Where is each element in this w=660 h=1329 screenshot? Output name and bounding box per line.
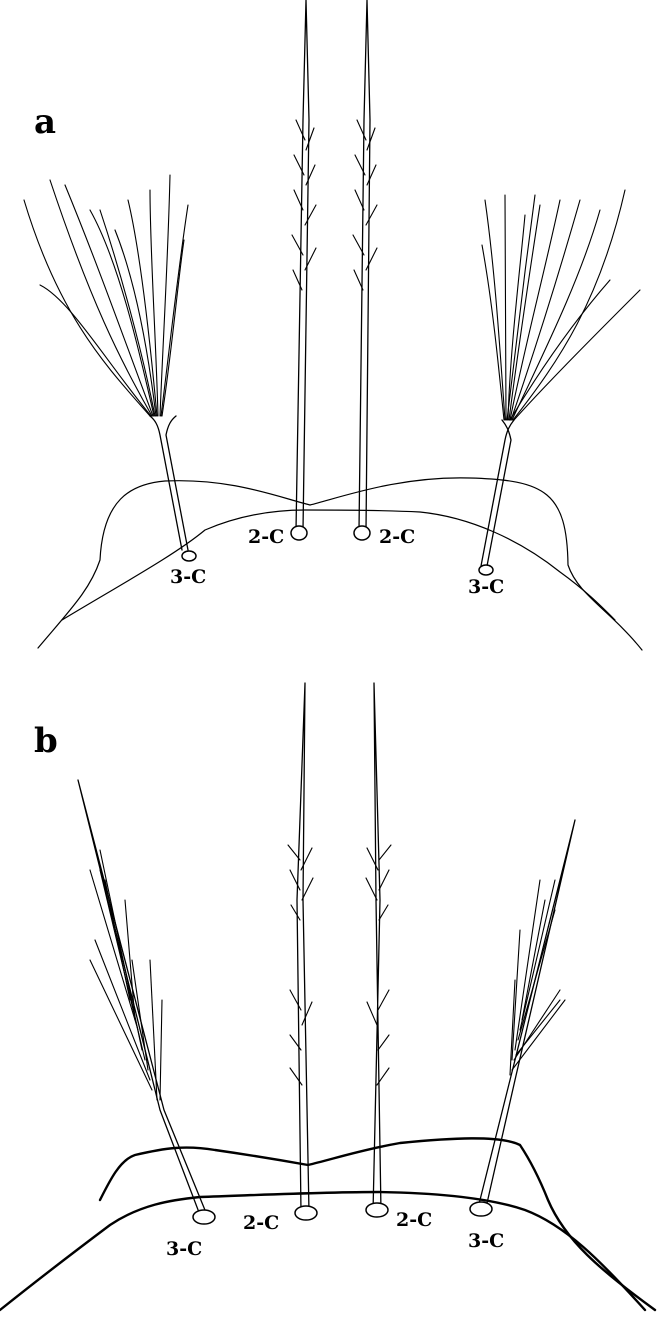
panel-a-right-3c-seta: [480, 189, 641, 567]
panel-b-clypeus-outline: [0, 1190, 647, 1312]
panel-b-letter: b: [34, 721, 58, 761]
panel-b-right-3c-label: 3-C: [468, 1230, 504, 1252]
panel-b-frons-outline: [98, 1137, 657, 1312]
panel-b-left-2c-seta: [287, 682, 314, 1213]
panel-a-left-2c-seta: [291, 0, 317, 531]
panel-a-clypeus-outline: [61, 509, 616, 621]
panel-b-left-3c-seta: [77, 779, 208, 1216]
panel-a-right-2c-socket: [353, 525, 371, 541]
panel-b-left-3c-socket: [192, 1209, 216, 1225]
panel-b-right-3c-socket: [469, 1201, 493, 1217]
panel-a-letter: a: [34, 102, 56, 142]
panel-b-right-3c-seta: [476, 819, 576, 1213]
panel-b-left-2c-label: 2-C: [243, 1212, 279, 1234]
panel-b-right-2c-socket: [365, 1202, 389, 1218]
panel-b-right-2c-label: 2-C: [396, 1209, 432, 1231]
panel-a-right-2c-label: 2-C: [379, 526, 415, 548]
panel-a-left-2c-socket: [290, 525, 308, 541]
panel-a-frons-outline: [37, 477, 643, 651]
panel-a-right-2c-seta: [352, 0, 378, 531]
panel-a-right-3c-label: 3-C: [468, 576, 504, 598]
panel-b-left-3c-label: 3-C: [166, 1238, 202, 1260]
panel-b: b 3-C: [0, 682, 657, 1312]
panel-a: a 3-C: [23, 0, 643, 651]
panel-b-right-2c-seta: [365, 682, 392, 1213]
panel-a-left-2c-label: 2-C: [248, 526, 284, 548]
panel-a-left-3c-socket: [181, 550, 197, 562]
panel-b-left-2c-socket: [294, 1205, 318, 1221]
panel-a-left-3c-seta: [23, 174, 189, 551]
panel-a-right-3c-socket: [478, 564, 494, 576]
panel-a-left-3c-label: 3-C: [170, 566, 206, 588]
